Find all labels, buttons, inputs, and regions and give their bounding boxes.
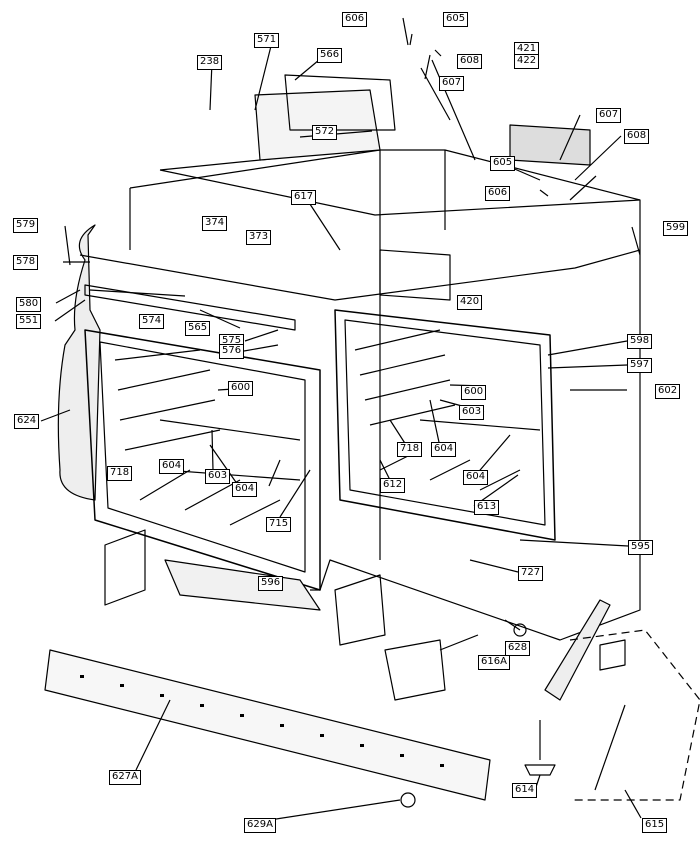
callout-571: 571 [254,33,280,48]
callout-576: 576 [219,344,245,359]
callout-422: 422 [514,54,540,69]
callout-373: 373 [246,230,272,245]
callout-603-left: 603 [205,469,231,484]
callout-604-right: 604 [431,442,457,457]
callout-604-far-right: 604 [463,470,489,485]
callout-596: 596 [258,576,284,591]
callout-608-top: 608 [457,54,483,69]
callout-603-right: 603 [459,405,485,420]
callout-551: 551 [16,314,42,329]
callout-599: 599 [663,221,689,236]
callout-604-left-lower: 604 [232,482,258,497]
callout-420: 420 [457,295,483,310]
callout-624: 624 [14,414,40,429]
callout-600-right: 600 [461,385,487,400]
callout-604-left: 604 [159,459,185,474]
callout-606-top: 606 [342,12,368,27]
callout-574: 574 [139,314,165,329]
callout-579: 579 [13,218,39,233]
callout-615: 615 [642,818,668,833]
callout-628: 628 [505,641,531,656]
callout-595: 595 [628,540,654,555]
callout-616A: 616A [478,655,510,670]
callout-605-top: 605 [443,12,469,27]
callout-566: 566 [317,48,343,63]
callout-614: 614 [512,783,538,798]
callout-715: 715 [266,517,292,532]
callout-718-right: 718 [397,442,423,457]
callout-607-right: 607 [596,108,622,123]
callout-605-right: 605 [490,156,516,171]
callout-598: 598 [627,334,653,349]
callout-608-right: 608 [624,129,650,144]
callout-578: 578 [13,255,39,270]
callout-602: 602 [655,384,681,399]
callout-617: 617 [291,190,317,205]
callout-607-top: 607 [439,76,465,91]
callout-629A: 629A [244,818,276,833]
callout-612: 612 [380,478,406,493]
callout-597: 597 [627,358,653,373]
callout-238: 238 [197,55,223,70]
callout-565: 565 [185,321,211,336]
callout-606-right: 606 [485,186,511,201]
callout-718-left: 718 [107,466,133,481]
callout-600-left: 600 [228,381,254,396]
callout-627A: 627A [109,770,141,785]
callout-613: 613 [474,500,500,515]
callout-580: 580 [16,297,42,312]
callout-374: 374 [202,216,228,231]
callout-572: 572 [312,125,338,140]
callout-727: 727 [518,566,544,581]
